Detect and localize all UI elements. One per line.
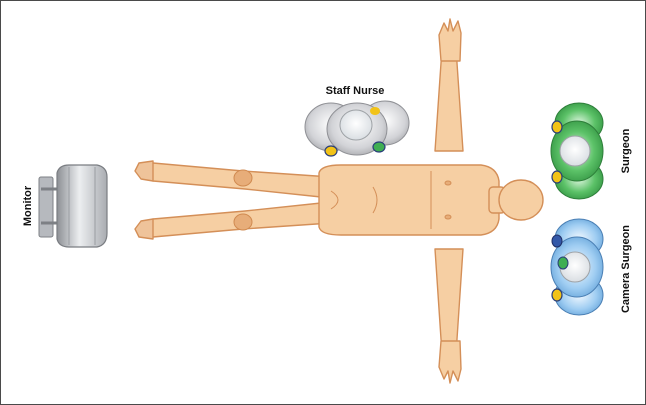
monitor-stand-back <box>39 177 53 237</box>
monitor-icon <box>39 165 107 247</box>
nurse-accent <box>370 107 380 115</box>
camera-surgeon-label: Camera Surgeon <box>620 225 632 313</box>
patient-knee-upper <box>234 170 252 186</box>
patient-foot-lower <box>135 219 153 239</box>
camera-surgeon-shoe-bottom <box>552 289 562 301</box>
patient-hand-upper <box>439 19 461 61</box>
surgeon-shoe-bottom <box>552 171 562 183</box>
patient-nipple-upper <box>445 181 451 185</box>
surgeon-figure <box>551 103 603 199</box>
patient-head <box>499 180 543 220</box>
surgeon-head <box>560 136 590 166</box>
patient-foot-upper <box>135 161 153 181</box>
monitor-body <box>57 165 107 247</box>
staff-nurse-figure <box>305 101 409 156</box>
patient-knee-lower <box>234 214 252 230</box>
patient-hand-lower <box>439 341 461 383</box>
patient-torso <box>319 165 499 235</box>
camera-surgeon-figure <box>551 219 603 315</box>
nurse-shoe-right <box>373 142 385 152</box>
surgeon-shoe-top <box>552 121 562 133</box>
patient-figure <box>135 19 543 383</box>
nurse-shoe-left <box>325 146 337 156</box>
surgeon-label: Surgeon <box>620 128 632 173</box>
patient-nipple-lower <box>445 215 451 219</box>
staff-nurse-label: Staff Nurse <box>326 85 385 97</box>
camera-surgeon-accent <box>558 257 568 269</box>
monitor-label: Monitor <box>22 185 34 226</box>
camera-surgeon-shoe-top <box>552 235 562 247</box>
nurse-head <box>340 110 372 140</box>
